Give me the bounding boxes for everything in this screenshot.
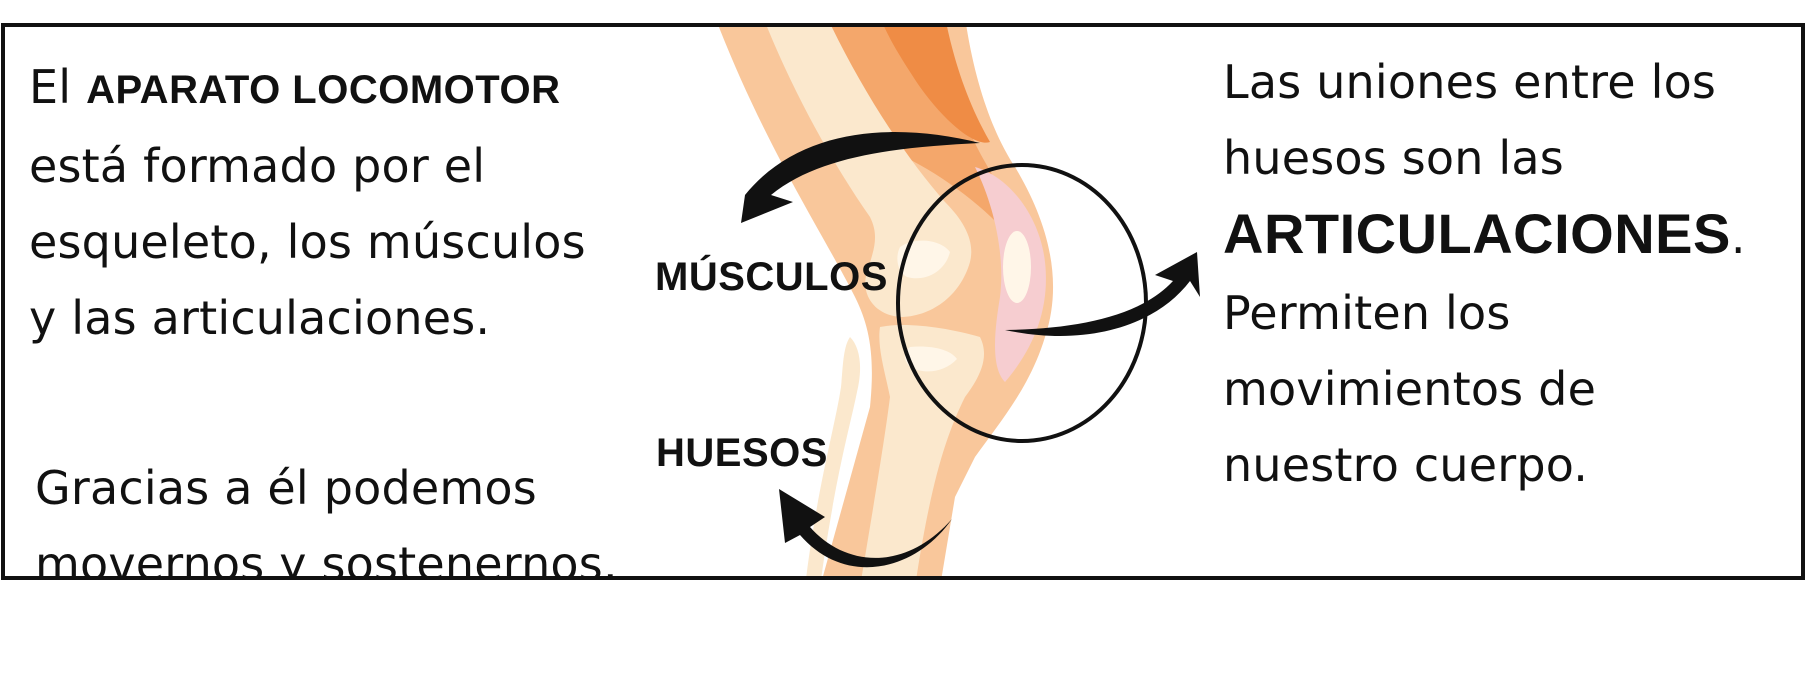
movement-line-2: movernos y sostenernos. xyxy=(35,537,618,580)
thigh-muscle-dark xyxy=(884,27,990,143)
movement-line-1: Gracias a él podemos xyxy=(35,461,537,515)
label-muscles: MÚSCULOS xyxy=(655,255,888,299)
knee-diagram xyxy=(718,27,1200,576)
joints-line-6: nuestro cuerpo. xyxy=(1223,438,1589,492)
joints-line-3-period: . xyxy=(1730,210,1746,264)
bone-highlight xyxy=(904,346,957,372)
intro-line-1-text: El xyxy=(29,60,87,114)
joints-line-1: Las uniones entre los xyxy=(1223,55,1717,109)
term-aparato-locomotor: APARATO LOCOMOTOR xyxy=(86,68,561,112)
arrow-muscles xyxy=(741,132,980,223)
intro-line-4: y las articulaciones. xyxy=(29,291,491,345)
intro-line-3: esqueleto, los músculos xyxy=(29,215,586,269)
infographic-frame: El APARATO LOCOMOTOR está formado por el… xyxy=(1,23,1805,580)
intro-text: El APARATO LOCOMOTOR está formado por el… xyxy=(29,49,586,356)
joints-line-5: movimientos de xyxy=(1223,362,1597,416)
arrow-joints xyxy=(1005,252,1200,336)
intro-line-1: El APARATO LOCOMOTOR xyxy=(29,49,586,128)
intro-line-2: está formado por el xyxy=(29,139,486,193)
joints-line-2: huesos son las xyxy=(1223,131,1564,185)
joints-line-4: Permiten los xyxy=(1223,286,1511,340)
term-articulaciones: ARTICULACIONES xyxy=(1223,202,1731,265)
bone-highlight xyxy=(897,240,950,279)
arrow-bones xyxy=(779,489,952,568)
label-bones: HUESOS xyxy=(656,431,828,475)
joints-line-3: ARTICULACIONES. xyxy=(1223,196,1746,275)
joints-text: Las uniones entre los huesos son las ART… xyxy=(1223,44,1746,503)
patella-bone xyxy=(1003,231,1031,303)
tibia-bone xyxy=(861,325,984,576)
movement-text: Gracias a él podemos movernos y sostener… xyxy=(35,450,618,580)
